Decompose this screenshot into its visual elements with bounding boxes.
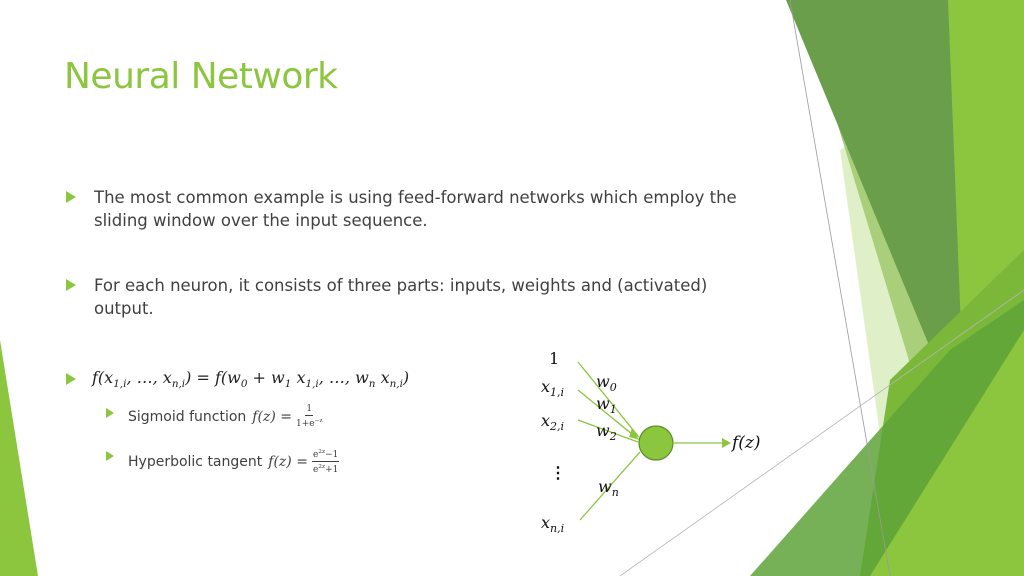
output-label: f(z) — [730, 433, 761, 453]
tanh-denominator: e2z+1 — [312, 464, 339, 475]
sigmoid-numerator: 1 — [305, 404, 314, 416]
decor-line-2 — [619, 289, 1024, 576]
weight-label-w2: w2 — [596, 421, 617, 443]
bullet-arrow-icon — [66, 373, 76, 385]
bullet-2: For each neuron, it consists of three pa… — [66, 274, 766, 320]
formula-lhs: f(x1,i, …, xn,i) — [92, 368, 192, 391]
input-label-x2: x2,i — [541, 411, 564, 433]
tanh-label: Hyperbolic tangent — [128, 453, 263, 470]
tanh-func: f(z) = — [268, 453, 308, 470]
sigmoid-fraction: 1 1+e−z — [296, 404, 323, 430]
arrowhead-in-0 — [630, 428, 640, 438]
right-shape-front — [870, 330, 1024, 576]
bullet-arrow-icon — [66, 279, 76, 291]
sigmoid-denominator: 1+e−z — [295, 418, 323, 429]
weight-label-wn: wn — [598, 477, 619, 499]
tanh-numerator: e2z−1 — [311, 449, 340, 462]
sub-bullet-arrow-icon — [106, 451, 114, 461]
sub-bullet-arrow-icon — [106, 408, 114, 418]
sub-bullet-tanh: Hyperbolic tangent f(z) = e2z−1 e2z+1 — [106, 447, 340, 476]
edge-input-2 — [577, 419, 639, 443]
decor-line-1 — [789, 0, 891, 576]
tanh-fraction: e2z−1 e2z+1 — [311, 447, 340, 476]
edge-input-0 — [577, 361, 639, 437]
bullet-3-formula: f(x1,i, …, xn,i) = f(w0 + w1 x1,i, …, wn… — [66, 366, 409, 396]
weight-label-w1: w1 — [596, 394, 617, 416]
bullet-2-text: For each neuron, it consists of three pa… — [94, 276, 708, 318]
input-ellipsis: ⋮ — [550, 463, 566, 482]
input-label-bias: 1 — [549, 349, 559, 368]
edge-input-n — [579, 451, 641, 521]
output-arrowhead-icon — [722, 438, 731, 448]
slide-title: Neural Network — [64, 56, 338, 97]
sigmoid-func: f(z) = — [252, 409, 292, 425]
neuron-formula: f(x1,i, …, xn,i) = f(w0 + w1 x1,i, …, wn… — [92, 366, 409, 396]
left-edge-shape — [0, 340, 38, 576]
right-shape-mid — [786, 0, 1000, 420]
neuron-node — [638, 425, 674, 461]
sub-bullet-sigmoid: Sigmoid function f(z) = 1 1+e−z — [106, 404, 323, 430]
edge-input-1 — [577, 389, 639, 440]
bullet-1-text: The most common example is using feed-fo… — [94, 188, 737, 230]
formula-equals: = — [196, 368, 210, 387]
sigmoid-label: Sigmoid function — [128, 409, 247, 425]
input-label-x1: x1,i — [541, 377, 564, 399]
formula-rhs: f(w0 + w1 x1,i, …, wn xn,i) — [214, 368, 410, 391]
arrowhead-in-1 — [629, 432, 640, 440]
bullet-1: The most common example is using feed-fo… — [66, 186, 766, 232]
input-label-xn: xn,i — [541, 513, 564, 535]
weight-label-w0: w0 — [596, 372, 617, 394]
bullet-arrow-icon — [66, 191, 76, 203]
